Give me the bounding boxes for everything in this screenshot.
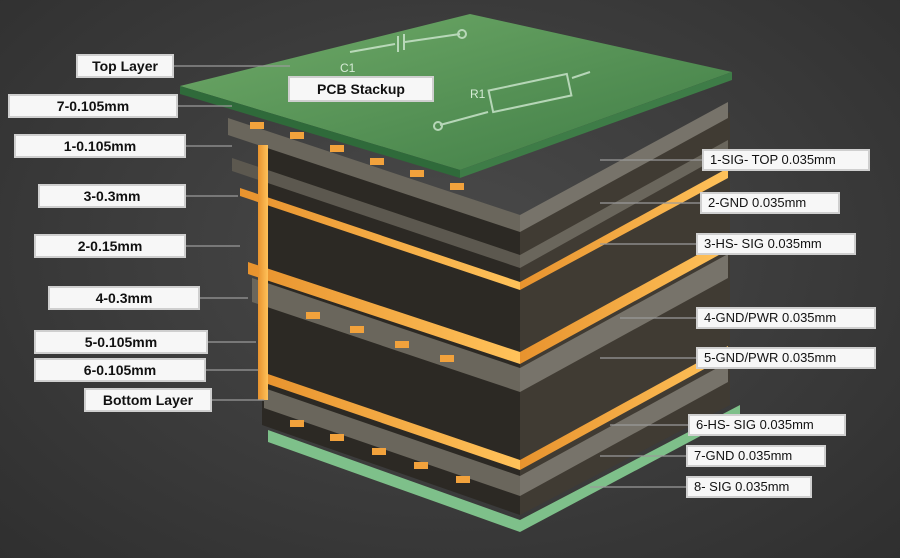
label-top-layer: Top Layer: [76, 54, 174, 78]
label-6-0-105mm: 6-0.105mm: [34, 358, 206, 382]
label-layer-3-hs-sig: 3-HS- SIG 0.035mm: [696, 233, 856, 255]
label-layer-7-gnd: 7-GND 0.035mm: [686, 445, 826, 467]
label-2-0-15mm: 2-0.15mm: [34, 234, 186, 258]
silkscreen: [349, 29, 591, 131]
right-bands: [520, 102, 728, 496]
diagram-title: PCB Stackup: [288, 76, 434, 102]
label-4-0-3mm: 4-0.3mm: [48, 286, 200, 310]
label-layer-8-sig: 8- SIG 0.035mm: [686, 476, 812, 498]
right-leader-lines: [590, 159, 702, 488]
label-layer-4-gnd-pwr: 4-GND/PWR 0.035mm: [696, 307, 876, 329]
label-layer-1-sig-top: 1-SIG- TOP 0.035mm: [702, 149, 870, 171]
top-green-board: [180, 14, 732, 170]
front-bands: [228, 118, 520, 496]
label-layer-6-hs-sig: 6-HS- SIG 0.035mm: [688, 414, 846, 436]
left-leader-lines: [174, 65, 290, 401]
label-layer-5-gnd-pwr: 5-GND/PWR 0.035mm: [696, 347, 876, 369]
bottom-green-layer: [268, 405, 740, 532]
label-1-0-105mm: 1-0.105mm: [14, 134, 186, 158]
label-layer-2-gnd: 2-GND 0.035mm: [700, 192, 840, 214]
label-5-0-105mm: 5-0.105mm: [34, 330, 208, 354]
label-7-0-105mm: 7-0.105mm: [8, 94, 178, 118]
via-column: [258, 145, 268, 400]
label-bottom-layer: Bottom Layer: [84, 388, 212, 412]
copper-pads: [250, 122, 470, 483]
silk-r1: R1: [470, 87, 486, 101]
silk-c1: C1: [340, 61, 356, 75]
label-3-0-3mm: 3-0.3mm: [38, 184, 186, 208]
